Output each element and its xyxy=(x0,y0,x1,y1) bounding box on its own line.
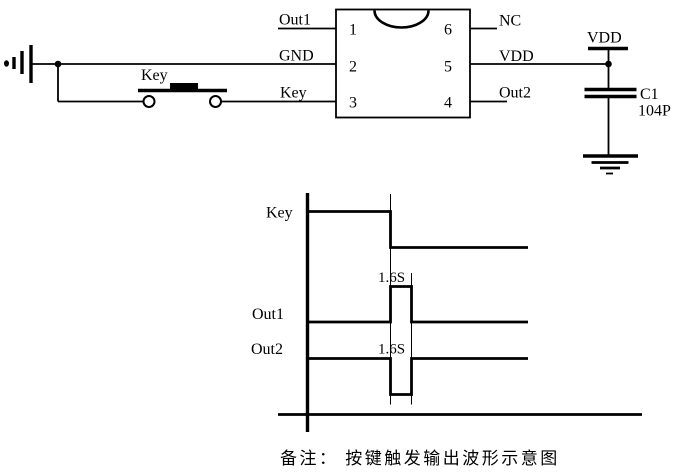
net-label-gnd: GND xyxy=(279,48,314,65)
key-waveform xyxy=(308,210,528,249)
out1-waveform xyxy=(308,285,528,324)
ground-dot xyxy=(4,60,9,67)
ic-pin-5: 5 xyxy=(444,59,452,76)
earth-ground-right-icon xyxy=(583,154,638,175)
out2-waveform xyxy=(308,357,528,396)
signal-label-out1: Out1 xyxy=(252,306,284,323)
button-terminal-left xyxy=(142,95,156,108)
note-text: 备注： 按键触发输出波形示意图 xyxy=(280,449,560,468)
ic-pin-4: 4 xyxy=(444,95,452,112)
signal-label-key: Key xyxy=(266,205,293,222)
ic-pin-2: 2 xyxy=(349,59,357,76)
ic-notch xyxy=(373,10,430,29)
capacitor-value: 104P xyxy=(638,103,671,120)
out2-pulse-width-label: 1.6S xyxy=(378,342,405,358)
schematic: Key Out1 GND Key 1 2 3 6 5 4 NC VDD xyxy=(4,8,671,175)
capacitor-c1: C1 104P xyxy=(584,86,671,156)
out1-pulse-width-label: 1.6S xyxy=(378,270,405,286)
capacitor-ref: C1 xyxy=(640,86,659,103)
ic-pin-6: 6 xyxy=(444,22,452,39)
button-label: Key xyxy=(141,67,168,84)
push-button: Key xyxy=(138,67,227,108)
power-rail-label: VDD xyxy=(587,30,622,47)
button-terminal-right xyxy=(209,95,222,108)
junction-dot-vdd xyxy=(605,60,612,68)
ic-pin-3: 3 xyxy=(349,95,357,112)
timing-diagram: Key 1.6S Out1 Out2 1.6S xyxy=(251,193,642,432)
net-label-out1: Out1 xyxy=(279,12,311,29)
signal-label-out2: Out2 xyxy=(251,341,283,358)
ic-chip: 1 2 3 6 5 4 xyxy=(335,8,471,119)
button-actuator xyxy=(170,83,198,90)
net-label-out2: Out2 xyxy=(499,85,531,102)
net-label-vdd: VDD xyxy=(499,48,534,65)
ic-pin-1: 1 xyxy=(349,22,357,39)
net-label-nc: NC xyxy=(499,13,521,30)
earth-ground-left-icon xyxy=(4,45,33,83)
net-label-key: Key xyxy=(280,85,307,102)
vdd-power-rail: VDD xyxy=(587,30,628,89)
